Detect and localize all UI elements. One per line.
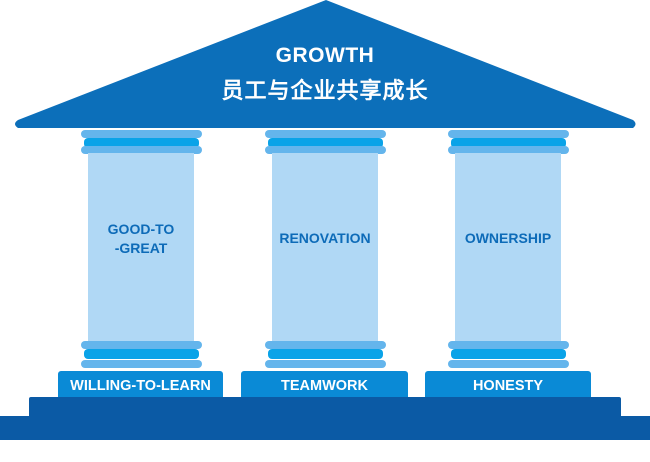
capital-ring-top (448, 130, 569, 138)
plinth-honesty: HONESTY (425, 371, 591, 399)
plinth-teamwork: TEAMWORK (241, 371, 408, 399)
foundation-lower-step (0, 416, 650, 440)
pillar-label: OWNERSHIP (464, 230, 552, 246)
roof-title: GROWTH (275, 44, 375, 67)
pillar-shaft: GOOD-TO -GREAT (88, 153, 194, 342)
foundation-upper-step (29, 397, 621, 419)
pillar-label: RENOVATION (279, 230, 371, 246)
base-ring-top (448, 341, 569, 349)
plinth-willing-to-learn: WILLING-TO-LEARN (58, 371, 223, 399)
pillar-shaft: OWNERSHIP (455, 153, 561, 342)
base-ring-top (265, 341, 386, 349)
roof-subtitle: 员工与企业共享成长 (221, 78, 429, 103)
capital-ring-top (81, 130, 202, 138)
capital-ring-top (265, 130, 386, 138)
capital-ring-bottom (81, 146, 202, 154)
base-ring-mid (451, 349, 566, 359)
base-ring-bottom (448, 360, 569, 368)
capital-ring-bottom (448, 146, 569, 154)
pillar-shaft: RENOVATION (272, 153, 378, 342)
pillar-label-line-1: GOOD-TO (107, 221, 175, 237)
base-ring-top (81, 341, 202, 349)
base-ring-bottom (81, 360, 202, 368)
capital-ring-mid (451, 138, 566, 148)
pillar-label-line-2: -GREAT (114, 240, 168, 256)
capital-ring-mid (268, 138, 383, 148)
base-ring-bottom (265, 360, 386, 368)
roof (15, 0, 636, 128)
pillar-label: GOOD-TO -GREAT (88, 220, 194, 258)
capital-ring-bottom (265, 146, 386, 154)
base-ring-mid (84, 349, 199, 359)
base-ring-mid (268, 349, 383, 359)
capital-ring-mid (84, 138, 199, 148)
